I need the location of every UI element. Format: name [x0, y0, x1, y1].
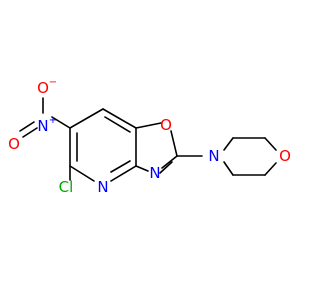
- bond-pyridineN-c5: [69, 165, 95, 182]
- bond-c3a-pyridineN-inner: [110, 160, 131, 173]
- bond-nitroN-O: [22, 127, 38, 138]
- bond-c-top2-morpholineO: [264, 137, 277, 151]
- bond-c7-c7a-inner: [104, 116, 131, 133]
- molecule-structure: O − N + O O N O N N Cl: [8, 77, 291, 196]
- bond-c3a-pyridineN: [110, 165, 137, 182]
- atom-chlorine: Cl: [59, 178, 74, 196]
- atom-pyridine-n: N: [97, 178, 108, 196]
- bond-c2-oxazoleN-inner: [159, 161, 173, 174]
- bond-oxazoleO-c2: [170, 130, 178, 157]
- atom-oxazole-o: O: [160, 116, 172, 134]
- bond-c-bottom-morpholineN: [223, 161, 234, 176]
- structure-canvas: O − N + O O N O N N Cl: [8, 77, 291, 196]
- bond-nitroN-O-double: [19, 121, 35, 132]
- bond-c6-c7: [69, 108, 104, 129]
- atom-nitro-o: O: [8, 135, 20, 153]
- atom-nitro-n-charge: +: [49, 115, 57, 126]
- bond-c2-oxazoleN: [161, 155, 178, 169]
- atom-oxazole-n: N: [149, 164, 160, 182]
- bond-c7-c7a: [102, 108, 137, 129]
- bond-c6-nitroN: [51, 116, 71, 129]
- atom-morpholine-o: O: [279, 147, 291, 165]
- atom-nitro-o-minus: O: [37, 79, 49, 97]
- atom-nitro-o-minus-charge: −: [49, 77, 57, 88]
- bond-morpholineN-c-top: [223, 137, 234, 151]
- atom-nitro-n: N: [37, 117, 48, 135]
- atom-morpholine-n: N: [208, 147, 219, 165]
- bond-c7a-oxazoleO: [135, 122, 162, 129]
- bond-morpholineO-c-bottom2: [264, 162, 277, 176]
- bond-oxazoleN-c3a: [135, 165, 149, 172]
